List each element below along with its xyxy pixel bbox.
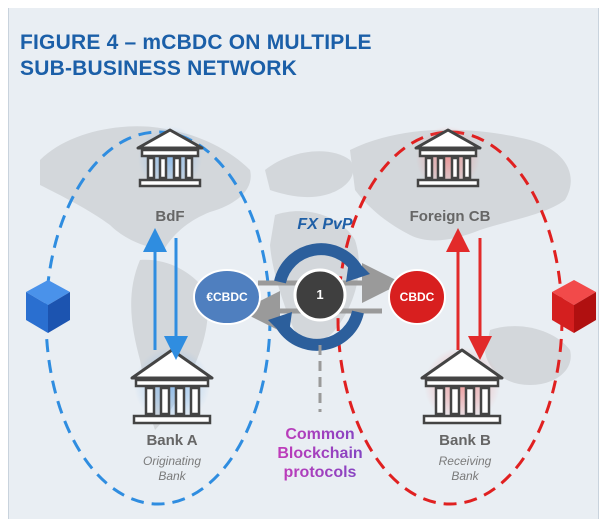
bank-icon-bank-a: [130, 347, 214, 425]
figure-title: FIGURE 4 – mCBDC ON MULTIPLE SUB-BUSINES…: [20, 30, 372, 82]
bank-b-label: Bank B: [439, 432, 491, 449]
common-line-3: protocols: [265, 463, 375, 482]
title-line-2: SUB-BUSINESS NETWORK: [20, 57, 298, 80]
exchange-cycle-icon: [268, 243, 370, 351]
common-line-1: Common: [265, 425, 375, 444]
cbdc-label: CBDC: [399, 290, 435, 304]
cube-icon-left: [26, 280, 70, 333]
bank-icon-bank-b: [420, 347, 504, 425]
ecbdc-label: €CBDC: [206, 290, 248, 304]
ecbdc-token: [193, 269, 261, 325]
bank-a-sub-1: Originating: [142, 454, 202, 468]
bank-icon-foreign-cb: [414, 126, 482, 190]
common-line-2: Blockchain: [265, 444, 375, 463]
bank-a-sub-2: Bank: [158, 469, 186, 483]
bdf-label: BdF: [155, 208, 185, 225]
cube-icon-right: [552, 280, 596, 333]
bank-b-sub-2: Bank: [451, 469, 479, 483]
title-line-1: FIGURE 4 – mCBDC ON MULTIPLE: [20, 31, 372, 54]
bank-icon-bdf: [136, 126, 204, 190]
foreign-cb-label: Foreign CB: [409, 208, 491, 225]
fx-pvp-label: FX PvP: [297, 216, 353, 233]
cbdc-token: [388, 269, 446, 325]
bank-b-sub-1: Receiving: [438, 454, 492, 468]
step-number: 1: [316, 287, 324, 302]
bank-a-label: Bank A: [146, 432, 198, 449]
common-protocols-label: Common Blockchain protocols: [265, 425, 375, 482]
